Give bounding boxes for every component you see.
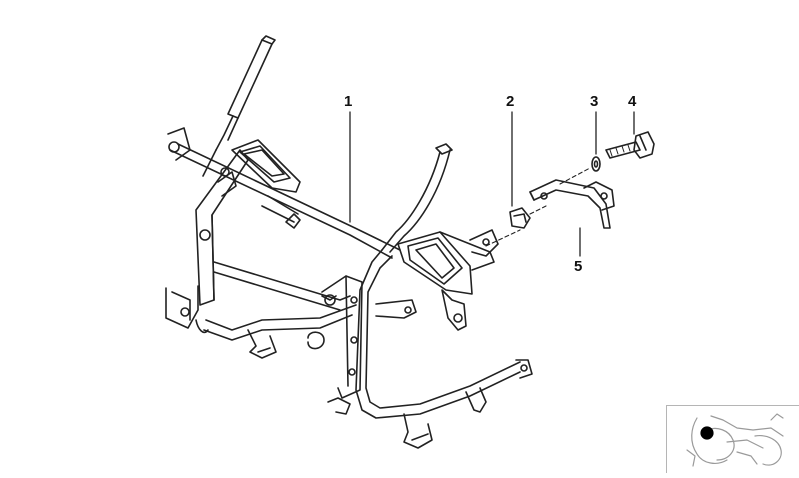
part-1-frame <box>165 35 533 449</box>
callout-5: 5 <box>574 258 583 275</box>
part-5-bracket <box>529 179 615 229</box>
location-marker-dot <box>700 426 714 440</box>
part-4-bolt <box>605 131 655 159</box>
callout-3: 3 <box>590 93 599 110</box>
motorcycle-location-icon <box>686 413 784 467</box>
callout-2: 2 <box>506 93 515 110</box>
leader-lines <box>349 111 635 257</box>
callout-4: 4 <box>628 93 637 110</box>
part-2-clip-nut <box>509 205 547 229</box>
callout-1: 1 <box>344 93 353 110</box>
motorcycle-location-inset <box>666 405 799 473</box>
part-3-washer <box>559 156 601 185</box>
